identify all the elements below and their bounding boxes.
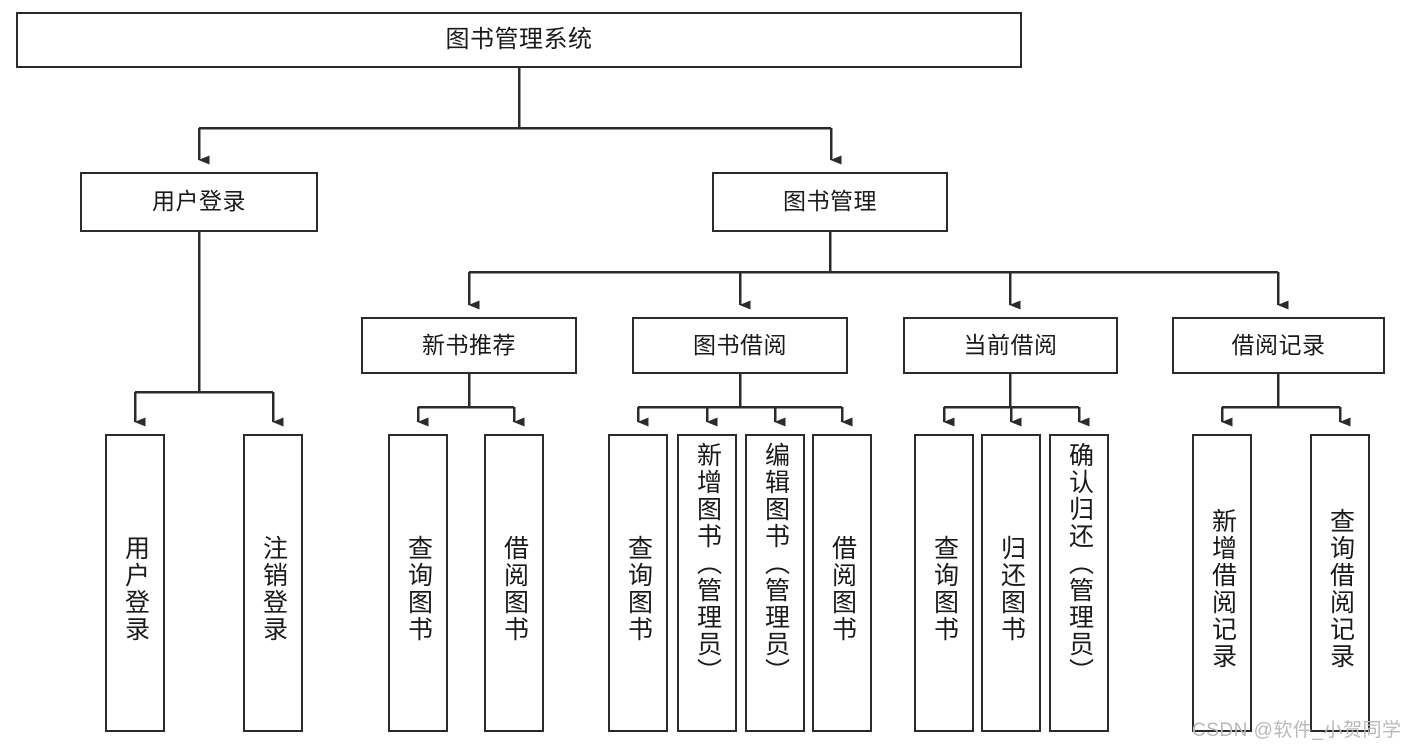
node-leaf-query-book-borrow[interactable]: 查询图书 [608, 434, 668, 732]
node-leaf-borrow-book-borrow[interactable]: 借阅图书 [812, 434, 872, 732]
node-leaf-query-borrow-record[interactable]: 查询借阅记录 [1310, 434, 1370, 732]
node-leaf-add-borrow-record[interactable]: 新增借阅记录 [1192, 434, 1252, 732]
node-leaf-query-book-current[interactable]: 查询图书 [914, 434, 974, 732]
node-label: 查询图书 [930, 535, 959, 643]
node-label: 借阅图书 [828, 535, 857, 643]
node-leaf-confirm-return-admin[interactable]: 确认归还（管理员） [1049, 434, 1109, 732]
node-current-borrow[interactable]: 当前借阅 [903, 317, 1118, 374]
node-label: 新增借阅记录 [1208, 508, 1237, 670]
node-label: 图书管理 [783, 188, 877, 215]
node-label: 编辑图书（管理员） [761, 442, 790, 685]
node-label: 确认归还（管理员） [1065, 442, 1094, 685]
node-user-login[interactable]: 用户登录 [80, 172, 318, 232]
node-label: 查询借阅记录 [1326, 508, 1355, 670]
node-label: 注销登录 [259, 535, 288, 643]
node-leaf-query-book-rec[interactable]: 查询图书 [388, 434, 448, 732]
node-label: 图书管理系统 [445, 25, 593, 53]
node-book-manage[interactable]: 图书管理 [712, 172, 948, 232]
node-leaf-return-book[interactable]: 归还图书 [981, 434, 1041, 732]
node-label: 用户登录 [121, 535, 150, 643]
node-new-book-recommend[interactable]: 新书推荐 [361, 317, 577, 374]
node-leaf-borrow-book-rec[interactable]: 借阅图书 [484, 434, 544, 732]
node-root-system[interactable]: 图书管理系统 [16, 12, 1022, 68]
node-label: 用户登录 [152, 188, 246, 215]
node-leaf-add-book-admin[interactable]: 新增图书（管理员） [677, 434, 737, 732]
node-label: 借阅图书 [500, 535, 529, 643]
node-label: 查询图书 [624, 535, 653, 643]
csdn-watermark: CSDN @软件_小贺同学 [1192, 720, 1402, 741]
node-label: 查询图书 [404, 535, 433, 643]
node-label: 新书推荐 [422, 331, 516, 358]
node-leaf-user-login[interactable]: 用户登录 [105, 434, 165, 732]
node-label: 当前借阅 [963, 331, 1058, 358]
node-leaf-logout[interactable]: 注销登录 [243, 434, 303, 732]
node-label: 新增图书（管理员） [693, 442, 722, 685]
node-leaf-edit-book-admin[interactable]: 编辑图书（管理员） [745, 434, 805, 732]
node-label: 归还图书 [997, 535, 1026, 643]
node-label: 借阅记录 [1231, 331, 1326, 358]
node-book-borrow[interactable]: 图书借阅 [632, 317, 848, 374]
node-label: 图书借阅 [693, 331, 787, 358]
node-borrow-record[interactable]: 借阅记录 [1172, 317, 1385, 374]
